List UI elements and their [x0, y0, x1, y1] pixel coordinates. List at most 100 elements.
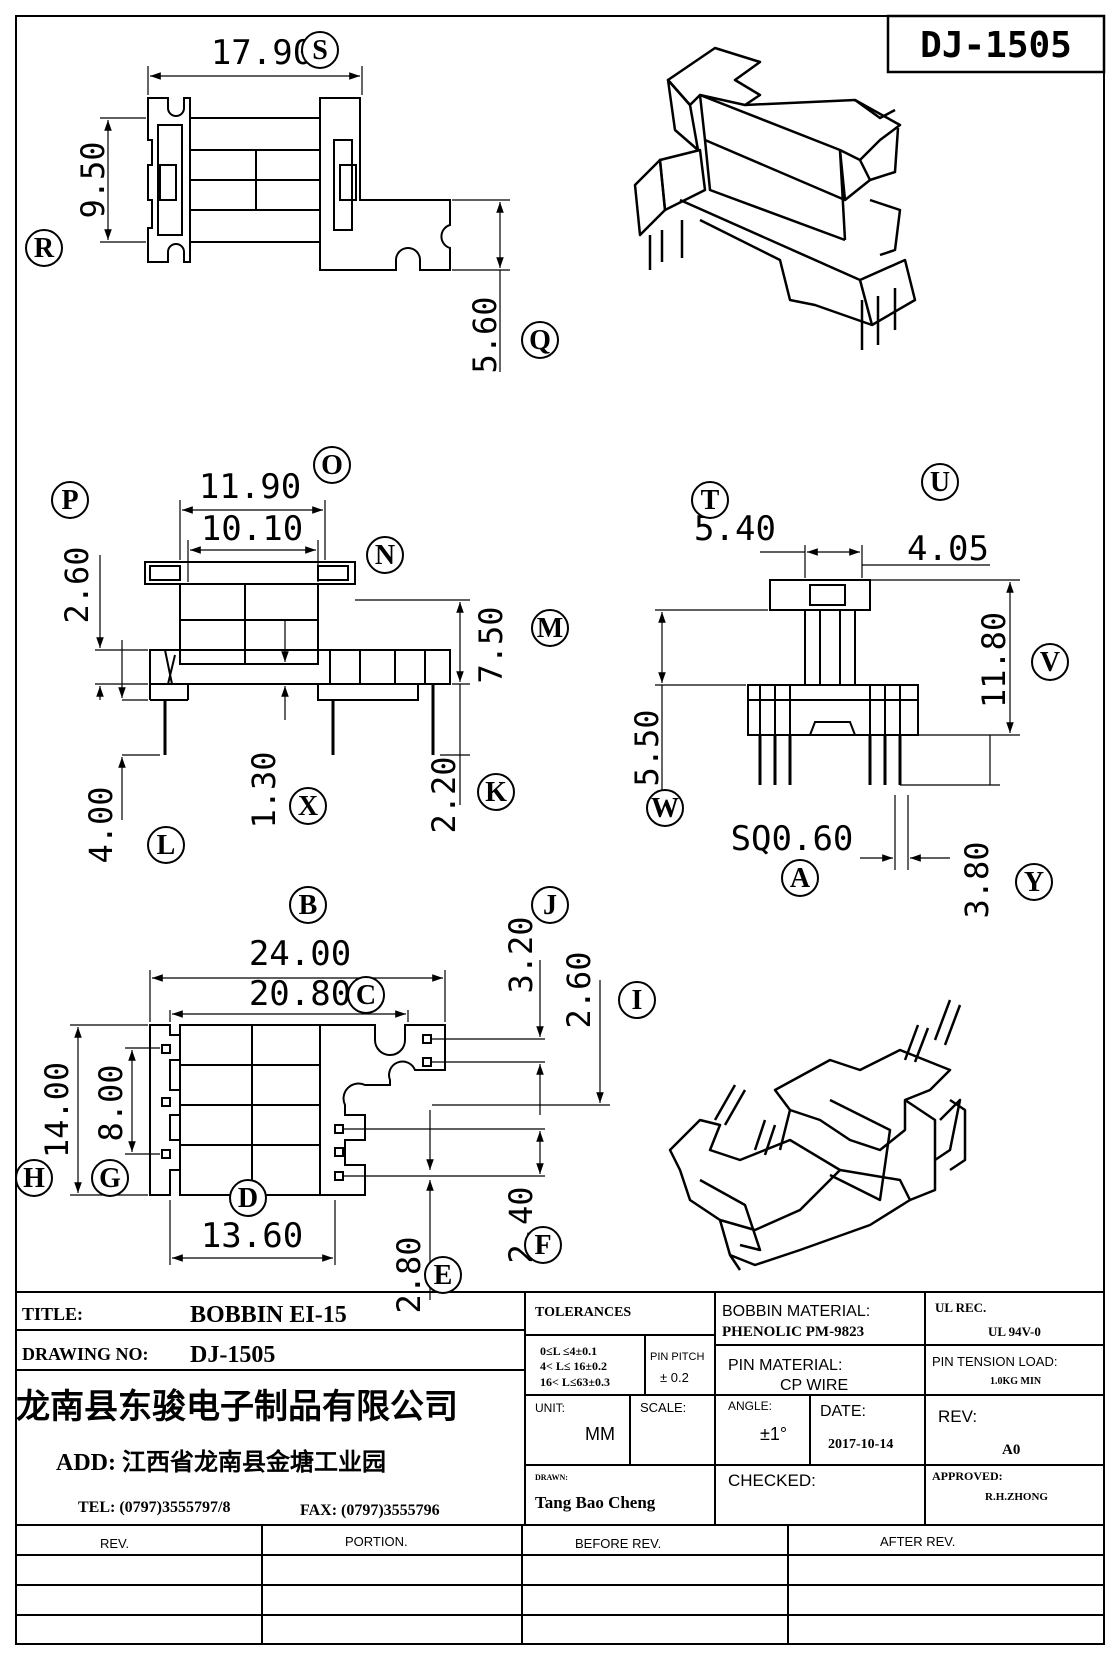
rev-label: REV:: [938, 1407, 977, 1426]
callout-letter: X: [298, 791, 318, 822]
callout-circle: [147, 826, 185, 864]
callout-letter: L: [157, 830, 176, 861]
callout-circle: [531, 609, 569, 647]
angle-value: ±1°: [760, 1424, 787, 1444]
unit-value: MM: [585, 1424, 615, 1444]
rev-table-header-after: AFTER REV.: [880, 1534, 955, 1549]
unit-label: UNIT:: [535, 1401, 565, 1415]
callout-letter: C: [356, 980, 376, 1011]
dim-E-text: 2.80: [390, 1236, 428, 1313]
dim-V-text: 11.80: [975, 612, 1013, 708]
dim-O-text: 11.90: [199, 467, 301, 507]
callout-letter: E: [434, 1260, 453, 1291]
callout-M: M: [531, 609, 569, 647]
callout-circle: [366, 536, 404, 574]
dim-Q-text: 5.60: [466, 296, 504, 373]
bottom-view: [70, 960, 610, 1300]
callout-letter: M: [537, 613, 563, 644]
callout-G: G: [91, 1159, 129, 1197]
dim-R-text: 9.50: [74, 141, 112, 218]
rev-table-header-before: BEFORE REV.: [575, 1536, 661, 1551]
drawing-id: DJ-1505: [920, 25, 1072, 66]
callout-circle: [289, 787, 327, 825]
callout-letter: V: [1040, 647, 1060, 678]
company-name: 龙南县东骏电子制品有限公司: [16, 1387, 458, 1426]
dim-I-text: 2.60: [560, 951, 598, 1028]
dim-H-text: 14.00: [38, 1062, 76, 1158]
callout-letter: F: [534, 1230, 551, 1261]
dim-X-text: 1.30: [245, 751, 283, 828]
approved-label: APPROVED:: [932, 1469, 1003, 1483]
dim-K-text: 2.20: [425, 756, 463, 833]
callout-S: S: [301, 31, 339, 69]
callout-I: I: [618, 981, 656, 1019]
pin-material-label: PIN MATERIAL:: [728, 1357, 842, 1374]
callout-letter: I: [632, 985, 643, 1016]
callout-V: V: [1031, 643, 1069, 681]
dim-D-text: 13.60: [201, 1216, 303, 1256]
dim-L-text: 4.00: [82, 786, 120, 863]
tolerance-line-2: 4< L≤ 16±0.2: [540, 1359, 607, 1373]
callout-circle: [477, 773, 515, 811]
drawn-value: Tang Bao Cheng: [535, 1493, 656, 1512]
pin-tension-label: PIN TENSION LOAD:: [932, 1354, 1057, 1369]
callout-circle: [25, 229, 63, 267]
callout-letter: A: [790, 863, 811, 894]
title-block-grid: [16, 1291, 1104, 1644]
callout-circle: [15, 1159, 53, 1197]
drawing-id-box: DJ-1505: [886, 14, 1106, 74]
callout-W: W: [646, 789, 684, 827]
dim-M-text: 7.50: [472, 606, 510, 683]
side-view: [655, 545, 1020, 870]
callout-letter: B: [299, 890, 318, 921]
drawing-no-value: DJ-1505: [190, 1342, 275, 1368]
callout-circle: [301, 31, 339, 69]
isometric-view-top: [633, 46, 917, 350]
tolerance-line-1: 0≤L ≤4±0.1: [540, 1344, 597, 1358]
callout-letter: J: [543, 890, 557, 921]
date-label: DATE:: [820, 1403, 866, 1420]
dim-P-text: 2.60: [58, 546, 96, 623]
checked-label: CHECKED:: [728, 1471, 816, 1490]
callout-O: O: [313, 446, 351, 484]
callout-K: K: [477, 773, 515, 811]
callout-circle: [424, 1256, 462, 1294]
drawn-label: DRAWN:: [535, 1473, 568, 1482]
callout-circle: [1015, 863, 1053, 901]
title-block-text: TITLE: BOBBIN EI-15 DRAWING NO: DJ-1505 …: [16, 1300, 1057, 1551]
callout-circle: [1031, 643, 1069, 681]
callout-letter: R: [34, 233, 55, 264]
callout-Q: Q: [521, 321, 559, 359]
dim-C-text: 20.80: [249, 974, 351, 1014]
dim-J-text: 3.20: [502, 916, 540, 993]
rev-value: A0: [1002, 1442, 1020, 1458]
tolerance-line-3: 16< L≤63±0.3: [540, 1375, 610, 1389]
drawing-no-label: DRAWING NO:: [22, 1344, 149, 1364]
dim-G-text: 8.00: [92, 1064, 130, 1141]
dim-N-text: 10.10: [201, 509, 303, 549]
rev-table-header-rev: REV.: [100, 1536, 129, 1551]
top-view: [100, 66, 510, 372]
scale-label: SCALE:: [640, 1400, 686, 1415]
pin-pitch-value: ± 0.2: [660, 1370, 689, 1385]
callout-L: L: [147, 826, 185, 864]
callout-circle: [313, 446, 351, 484]
callout-circle: [921, 463, 959, 501]
callout-X: X: [289, 787, 327, 825]
callout-letter: U: [930, 467, 950, 498]
pin-pitch-label: PIN PITCH: [650, 1351, 704, 1363]
approved-value: R.H.ZHONG: [985, 1491, 1048, 1503]
callout-A: A: [781, 859, 819, 897]
dim-S-text: 17.90: [211, 33, 313, 73]
callout-circle: [781, 859, 819, 897]
tolerances-label: TOLERANCES: [535, 1305, 631, 1320]
dim-U-text: 4.05: [907, 529, 989, 569]
callout-circle: [521, 321, 559, 359]
callout-circle: [524, 1226, 562, 1264]
callout-letter: N: [375, 540, 395, 571]
front-view: [95, 500, 470, 820]
callout-circle: [91, 1159, 129, 1197]
callout-circle: [289, 886, 327, 924]
